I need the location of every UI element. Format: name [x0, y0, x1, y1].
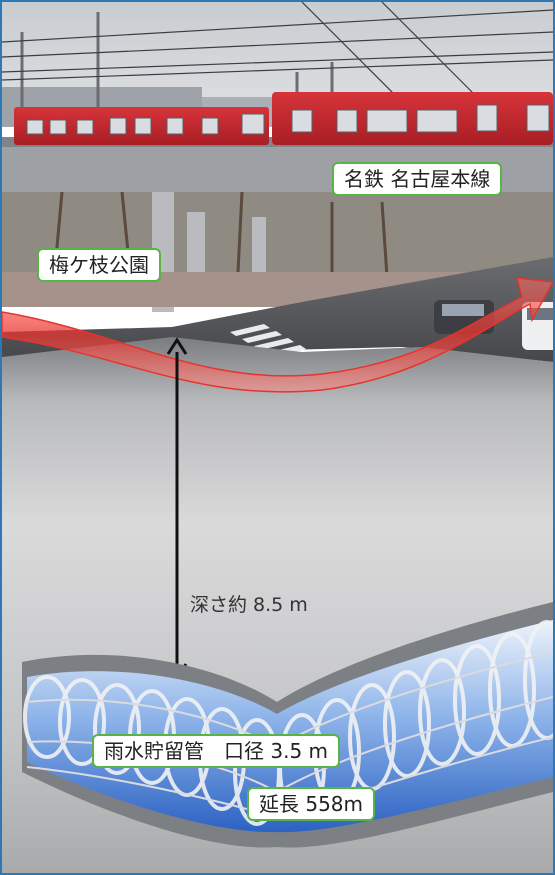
flow-arrow: [2, 277, 553, 393]
pipe-length-label: 延長 558m: [247, 787, 376, 821]
park-label: 梅ケ枝公園: [37, 248, 161, 282]
depth-label: 深さ約 8.5 m: [190, 594, 308, 616]
road: [2, 257, 553, 362]
railway-label: 名鉄 名古屋本線: [332, 162, 503, 196]
pipe-diameter-label: 雨水貯留管 口径 3.5 m: [92, 734, 341, 768]
storage-pipe: [22, 602, 553, 848]
overhead-wires: [2, 2, 553, 123]
train: [14, 92, 553, 145]
